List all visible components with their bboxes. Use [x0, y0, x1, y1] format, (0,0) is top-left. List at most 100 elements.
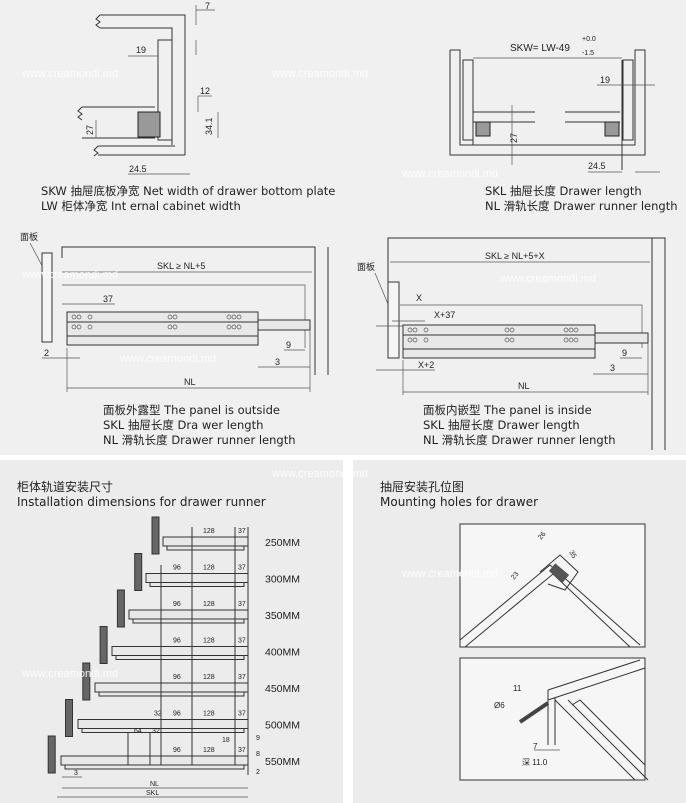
runner: [60, 755, 249, 766]
runner-inner: [115, 655, 245, 660]
runner: [66, 311, 259, 346]
dim-7: 7: [205, 1, 210, 11]
dim-9: 9: [286, 340, 291, 350]
front-panel: [99, 626, 108, 664]
dim-37: 37: [238, 747, 246, 754]
dim-32: 32: [154, 711, 162, 718]
front-panel: [82, 662, 91, 701]
dim-27: 27: [509, 133, 519, 143]
dim-skl: SKL: [146, 790, 159, 797]
dim-96: 96: [173, 638, 181, 645]
dim-x-2: X+2: [418, 360, 434, 370]
size-label: 400MM: [265, 647, 300, 659]
caption-nl: NL 滑轨长度 Drawer runner length: [485, 199, 678, 213]
dim-9: 9: [622, 348, 627, 358]
panel-label: 面板: [357, 261, 375, 272]
caption-skw: SKW 抽屉底板净宽 Net width of drawer bottom pl…: [41, 184, 335, 198]
runner-inner: [149, 582, 245, 587]
skw-formula: SKW= LW-49: [510, 43, 570, 54]
size-label: 550MM: [265, 756, 300, 768]
watermark: www.creamondi.md: [21, 269, 118, 281]
panel-label: 面板: [20, 231, 38, 242]
title-cn: 柜体轨道安装尺寸: [17, 479, 113, 494]
panel-inside-diagram: 面板 SKL ≥ NL+5+X X X+37 9 X+2 3 NL 面板内嵌型 …: [357, 237, 666, 450]
tolerance-plus: +0.0: [582, 36, 596, 43]
watermark: www.creamondi.md: [119, 353, 216, 365]
caption-lw: LW 柜体净宽 Int ernal cabinet width: [41, 199, 241, 213]
installation-dimensions: 柜体轨道安装尺寸 Installation dimensions for dra…: [17, 479, 300, 798]
dim-128: 128: [203, 601, 215, 608]
size-label: 250MM: [265, 537, 300, 549]
watermark: www.creamondi.md: [499, 273, 596, 285]
dim-128: 128: [203, 674, 215, 681]
size-label: 350MM: [265, 610, 300, 622]
dim-3: 3: [610, 363, 615, 373]
dim-nl: NL: [184, 377, 196, 387]
dim-11: 11: [513, 684, 522, 693]
runner: [128, 609, 249, 620]
front-panel: [134, 553, 143, 591]
runner: [94, 682, 249, 693]
dim-diameter-6: Ø6: [494, 701, 505, 710]
dim-7: 7: [533, 742, 538, 751]
watermark: www.creamondi.md: [21, 668, 118, 680]
dim-35: 35: [567, 550, 577, 560]
size-label: 450MM: [265, 683, 300, 695]
dim-8: 8: [256, 751, 260, 758]
title-cn: 抽屉安装孔位图: [380, 479, 464, 494]
watermark: www.creamondi.md: [21, 68, 118, 80]
bottom-left-panel: [0, 460, 343, 803]
runner-profile: [137, 111, 161, 138]
dim-19: 19: [600, 75, 610, 85]
dim-2: 2: [44, 348, 49, 358]
caption-panel-inside: 面板内嵌型 The panel is inside: [423, 403, 592, 417]
runner-inner: [98, 691, 245, 697]
dim-24-5: 24.5: [588, 161, 606, 171]
runner: [402, 324, 596, 359]
dim-128: 128: [203, 638, 215, 645]
dim-3: 3: [74, 770, 78, 777]
dim-96: 96: [173, 711, 181, 718]
runner-inner: [64, 764, 245, 770]
dim-27: 27: [85, 125, 95, 135]
caption-skl: SKL 抽屉长度 Drawer length: [485, 184, 642, 198]
front-panel: [65, 699, 73, 737]
dim-19: 19: [136, 45, 146, 55]
runner-inner: [81, 728, 245, 733]
caption-nl: NL 滑轨长度 Drawer runner length: [423, 433, 616, 447]
dim-128: 128: [203, 565, 215, 572]
runner: [111, 646, 249, 656]
front-panel: [41, 252, 53, 343]
dim-96: 96: [173, 674, 181, 681]
dim-37: 37: [238, 711, 246, 718]
dim-18: 18: [222, 737, 230, 744]
dim-2: 2: [256, 769, 260, 776]
caption-nl: NL 滑轨长度 Drawer runner length: [103, 433, 296, 447]
runner-inner: [166, 545, 245, 551]
dim-37: 37: [238, 638, 246, 645]
dim-nl: NL: [518, 381, 530, 391]
dim-x: X: [416, 293, 422, 303]
size-label: 300MM: [265, 574, 300, 586]
dim-12: 12: [200, 86, 210, 96]
title-en: Installation dimensions for drawer runne…: [17, 495, 266, 509]
dim-37: 37: [238, 565, 246, 572]
watermark: www.creamondi.md: [401, 568, 498, 580]
dim-9: 9: [256, 735, 260, 742]
dim-32: 32: [152, 728, 160, 735]
dim-128: 128: [203, 711, 215, 718]
tolerance-minus: -1.5: [582, 50, 594, 57]
dim-23: 23: [510, 571, 520, 582]
dim-96: 96: [173, 747, 181, 754]
dim-34-1: 34.1: [204, 117, 214, 135]
size-label: 500MM: [265, 720, 300, 732]
dim-24-5: 24.5: [129, 164, 147, 174]
front-panel: [47, 735, 56, 774]
watermark: www.creamondi.md: [271, 468, 368, 480]
title-en: Mounting holes for drawer: [380, 495, 538, 509]
watermark: www.creamondi.md: [401, 168, 498, 180]
dim-3: 3: [275, 357, 280, 367]
dim-37: 37: [103, 294, 113, 304]
